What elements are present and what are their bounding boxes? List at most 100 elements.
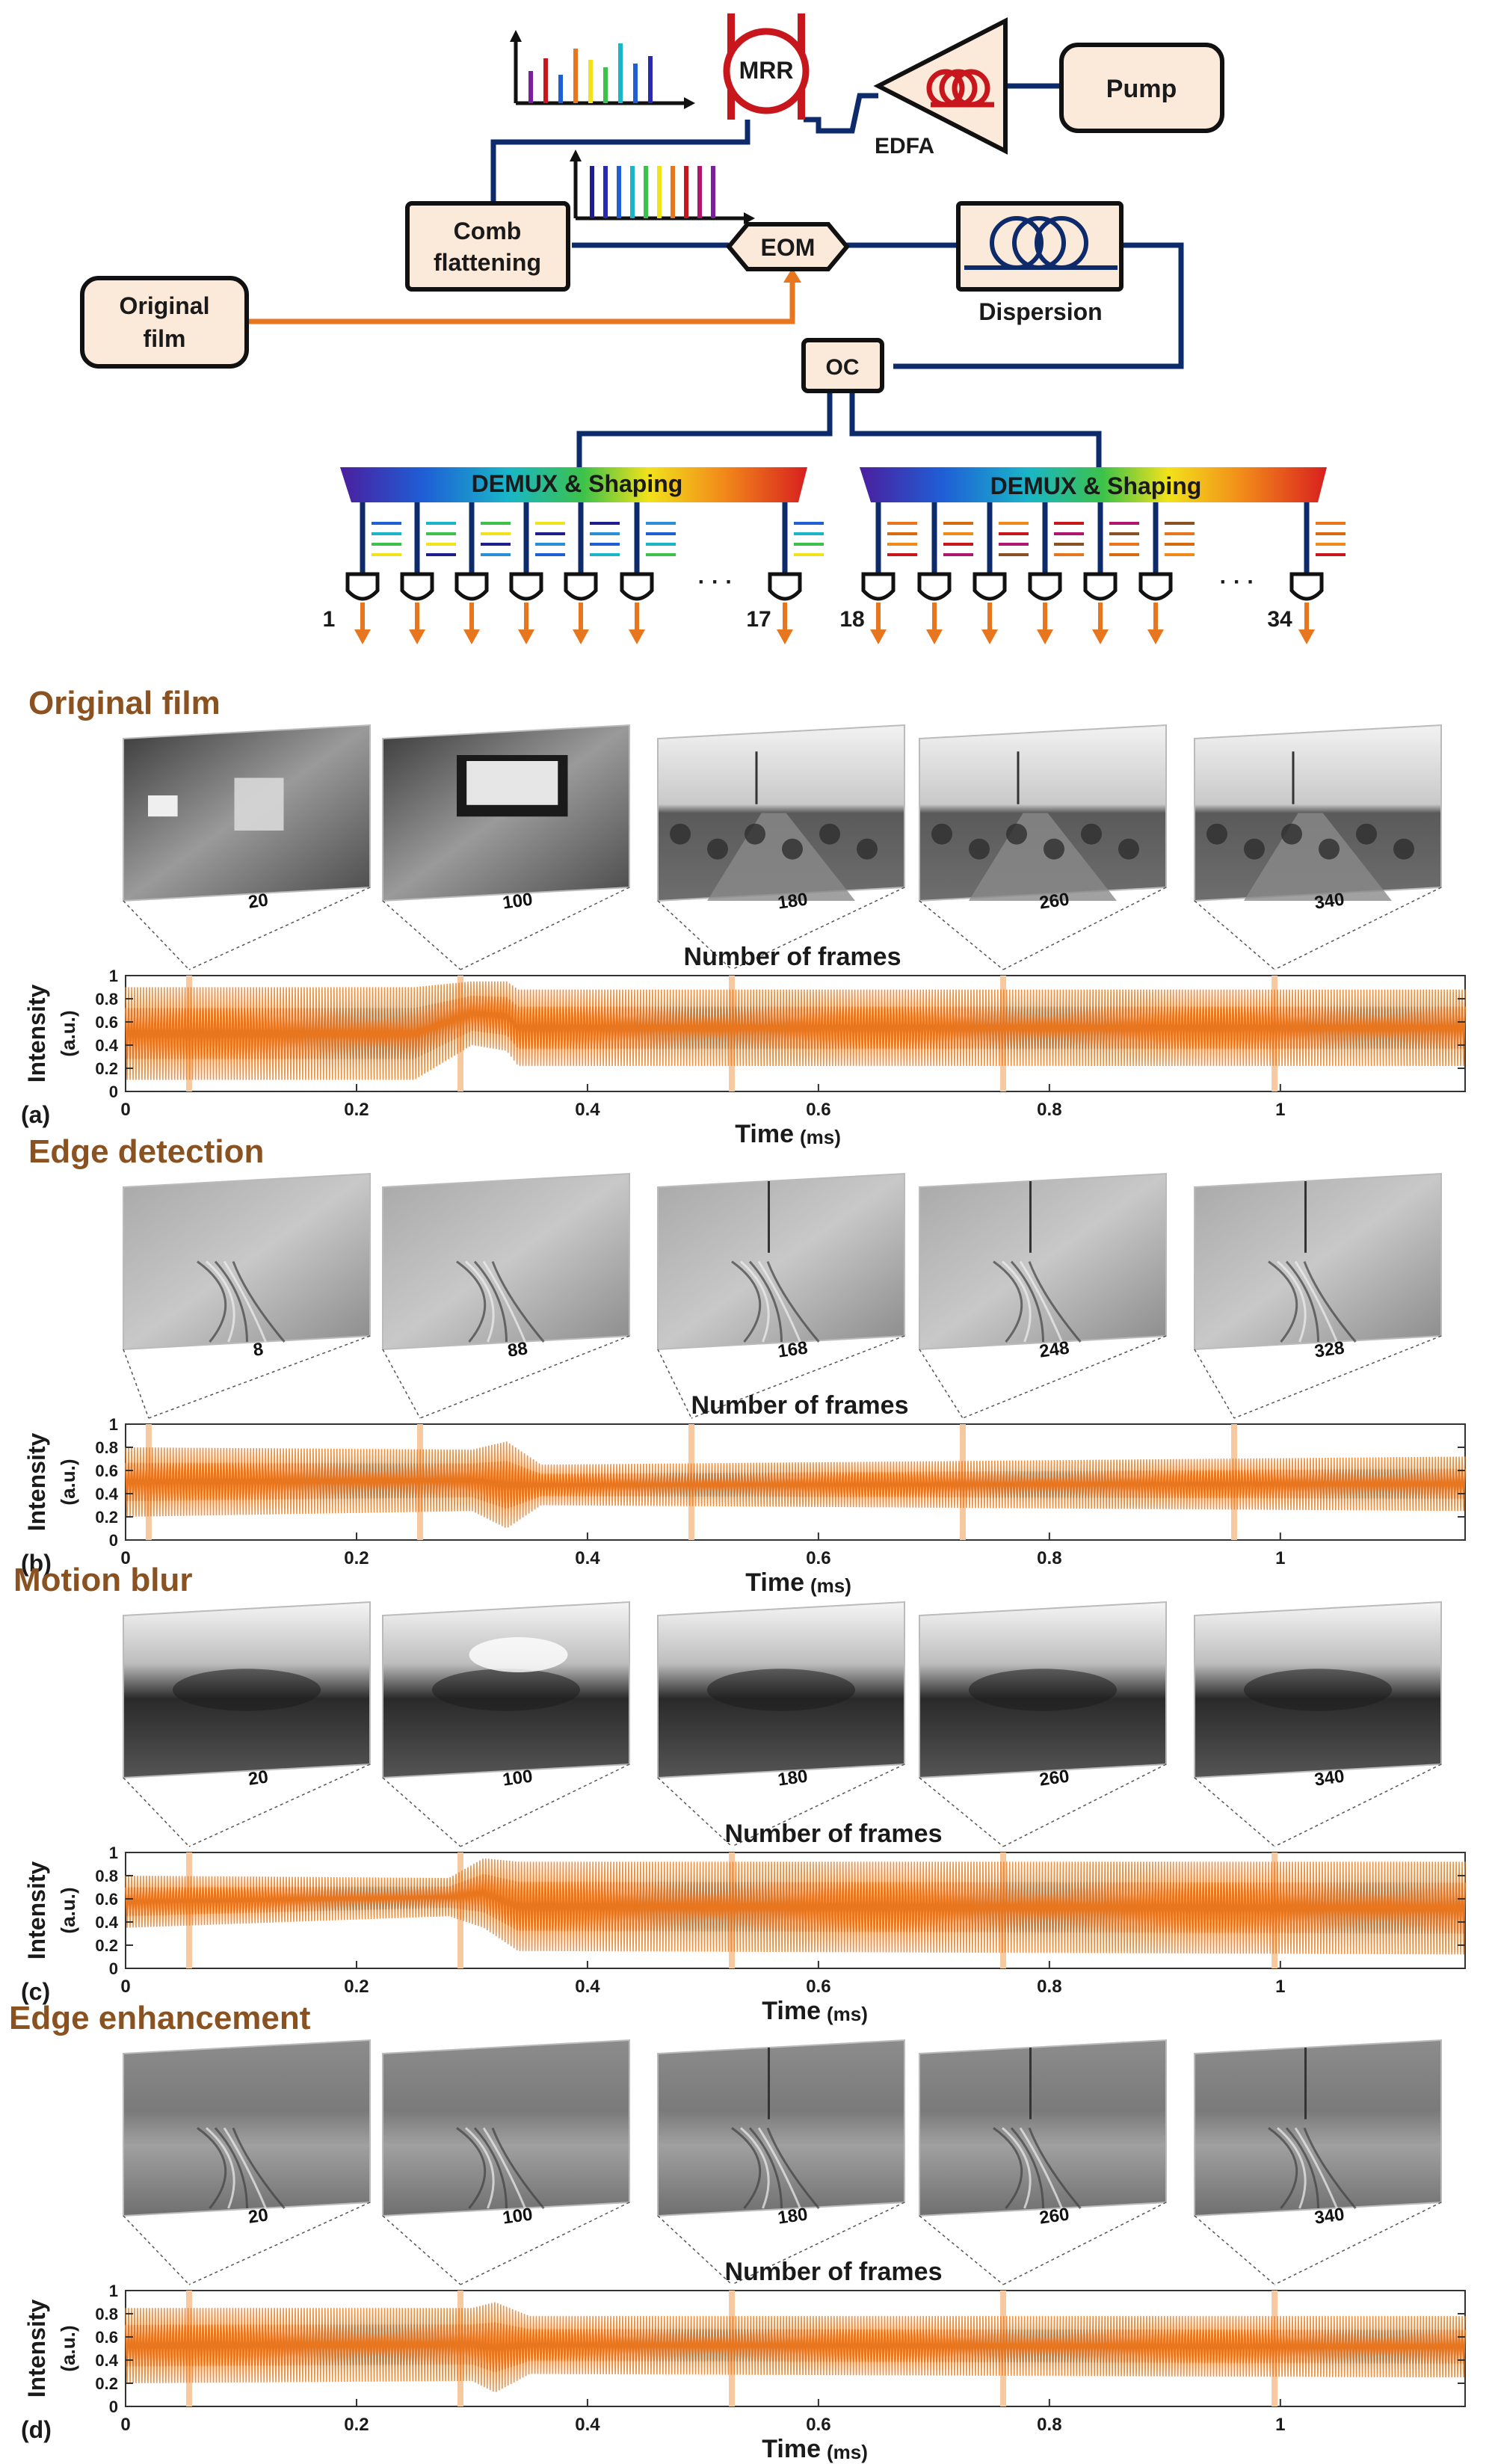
frames-axis-label: Number of frames	[684, 943, 901, 971]
y-tick-label: 0.4	[95, 1036, 118, 1055]
x-tick-label: 0.4	[575, 1548, 600, 1568]
y-tick-label: 0.6	[95, 1013, 118, 1032]
y-axis-unit: (a.u.)	[57, 1459, 79, 1505]
x-tick-label: 0.6	[806, 2415, 830, 2435]
mrr-label: MRR	[739, 57, 794, 84]
channel-ellipsis-left: · · ·	[698, 570, 733, 594]
frame-thumbnail-0-3	[919, 724, 1167, 902]
frame-number-label: 260	[1038, 2204, 1070, 2228]
frame-connector	[1274, 1764, 1442, 1847]
frame-connector	[123, 1777, 190, 1847]
y-tick-label: 1	[109, 1415, 118, 1434]
x-tick-label: 0.4	[575, 1977, 600, 1997]
channel-label-17: 17	[746, 607, 771, 632]
intensity-signal-trace	[125, 2302, 1466, 2392]
original-film-box: Original film	[80, 276, 249, 369]
oc-label: OC	[826, 355, 860, 380]
video-signal-arrowhead	[783, 268, 801, 283]
y-axis-unit: (a.u.)	[57, 1010, 79, 1056]
frame-connector	[123, 1349, 150, 1419]
frame-connector	[188, 1764, 371, 1847]
frame-connector	[123, 900, 190, 970]
y-tick-label: 1	[109, 1844, 118, 1862]
x-tick-label: 0.6	[806, 1548, 830, 1568]
pump-label: Pump	[1106, 75, 1177, 103]
frame-connector	[731, 887, 905, 970]
y-tick-label: 0.4	[95, 1485, 118, 1503]
frame-connector	[1233, 1335, 1442, 1419]
edfa-label: EDFA	[875, 134, 934, 158]
photodetector-right-4	[1083, 502, 1139, 644]
y-tick-label: 0.2	[95, 2374, 118, 2393]
photodetector-left-5	[620, 502, 676, 644]
frame-thumbnail-3-4	[1194, 2039, 1442, 2217]
panel-title: Motion blur	[13, 1562, 193, 1598]
y-tick-label: 0.6	[95, 1462, 118, 1480]
x-tick-label: 0.6	[806, 1100, 830, 1120]
y-tick-label: 1	[109, 967, 118, 985]
mrr-ring: MRR	[723, 13, 810, 120]
frame-number-label: 180	[777, 1766, 809, 1790]
x-tick-label: 1	[1275, 1548, 1285, 1568]
x-axis-unit: (ms)	[827, 2441, 868, 2463]
dispersion-box: Dispersion	[956, 201, 1124, 325]
frames-axis-label: Number of frames	[691, 1391, 909, 1420]
frame-number-label: 20	[247, 890, 269, 912]
comb-flattening-label-line1: Comb	[454, 218, 522, 244]
frame-thumbnail-2-0	[123, 1601, 371, 1779]
frames-axis-label: Number of frames	[725, 2258, 943, 2286]
frame-number-label: 8	[252, 1339, 265, 1361]
frame-connector	[419, 1335, 630, 1419]
y-tick-label: 0.8	[95, 990, 118, 1008]
frame-thumbnail-0-1	[382, 724, 630, 902]
frame-thumbnail-1-0	[123, 1172, 371, 1351]
y-tick-label: 0.2	[95, 1936, 118, 1955]
y-axis-unit: (a.u.)	[57, 1887, 79, 1933]
video-signal-line	[247, 277, 795, 324]
frame-thumbnail-2-3	[919, 1601, 1167, 1779]
frame-number-label: 180	[777, 2204, 809, 2228]
photodetector-right-1	[917, 502, 973, 644]
frame-connector	[657, 900, 733, 970]
frame-connector	[731, 2202, 905, 2285]
photodetector-right-2	[973, 502, 1029, 644]
photodetector-left-2	[454, 502, 511, 644]
frame-connector	[1002, 1764, 1167, 1847]
x-tick-label: 0.4	[575, 1100, 600, 1120]
x-tick-label: 0	[120, 1548, 130, 1568]
y-tick-label: 0.8	[95, 1438, 118, 1457]
frame-number-label: 180	[777, 889, 809, 913]
intensity-signal-trace	[125, 1858, 1466, 1955]
x-tick-label: 0.8	[1037, 1548, 1061, 1568]
y-tick-label: 0.6	[95, 2328, 118, 2347]
photodetector-right-5	[1138, 502, 1195, 644]
y-tick-label: 0	[109, 1082, 118, 1101]
frame-connector	[919, 900, 1004, 970]
frame-connector	[188, 2202, 371, 2285]
frame-thumbnail-1-1	[382, 1172, 630, 1351]
eom-modulator: EOM	[726, 222, 850, 271]
frame-connector	[188, 887, 371, 970]
frames-axis-label: Number of frames	[725, 1820, 943, 1848]
y-tick-label: 0	[109, 2397, 118, 2416]
x-axis-unit: (ms)	[827, 2003, 868, 2025]
original-film-label-line1: Original	[120, 292, 210, 319]
frame-connector	[919, 1777, 1004, 1847]
panel-title: Original film	[28, 685, 221, 721]
frame-number-label: 260	[1038, 1766, 1070, 1790]
frame-number-label: 20	[247, 1767, 269, 1789]
frame-connector	[382, 2215, 461, 2285]
frame-thumbnail-1-4	[1194, 1172, 1442, 1351]
x-tick-label: 0	[120, 1100, 130, 1120]
demux-right: DEMUX & Shaping	[860, 467, 1327, 502]
x-axis-label: Time	[745, 1568, 804, 1597]
panel-letter: (c)	[21, 1978, 50, 2005]
frame-connector	[1002, 2202, 1167, 2285]
frame-connector	[1194, 900, 1275, 970]
frame-thumbnail-1-2	[657, 1172, 905, 1351]
frame-thumbnail-2-1	[382, 1601, 630, 1779]
